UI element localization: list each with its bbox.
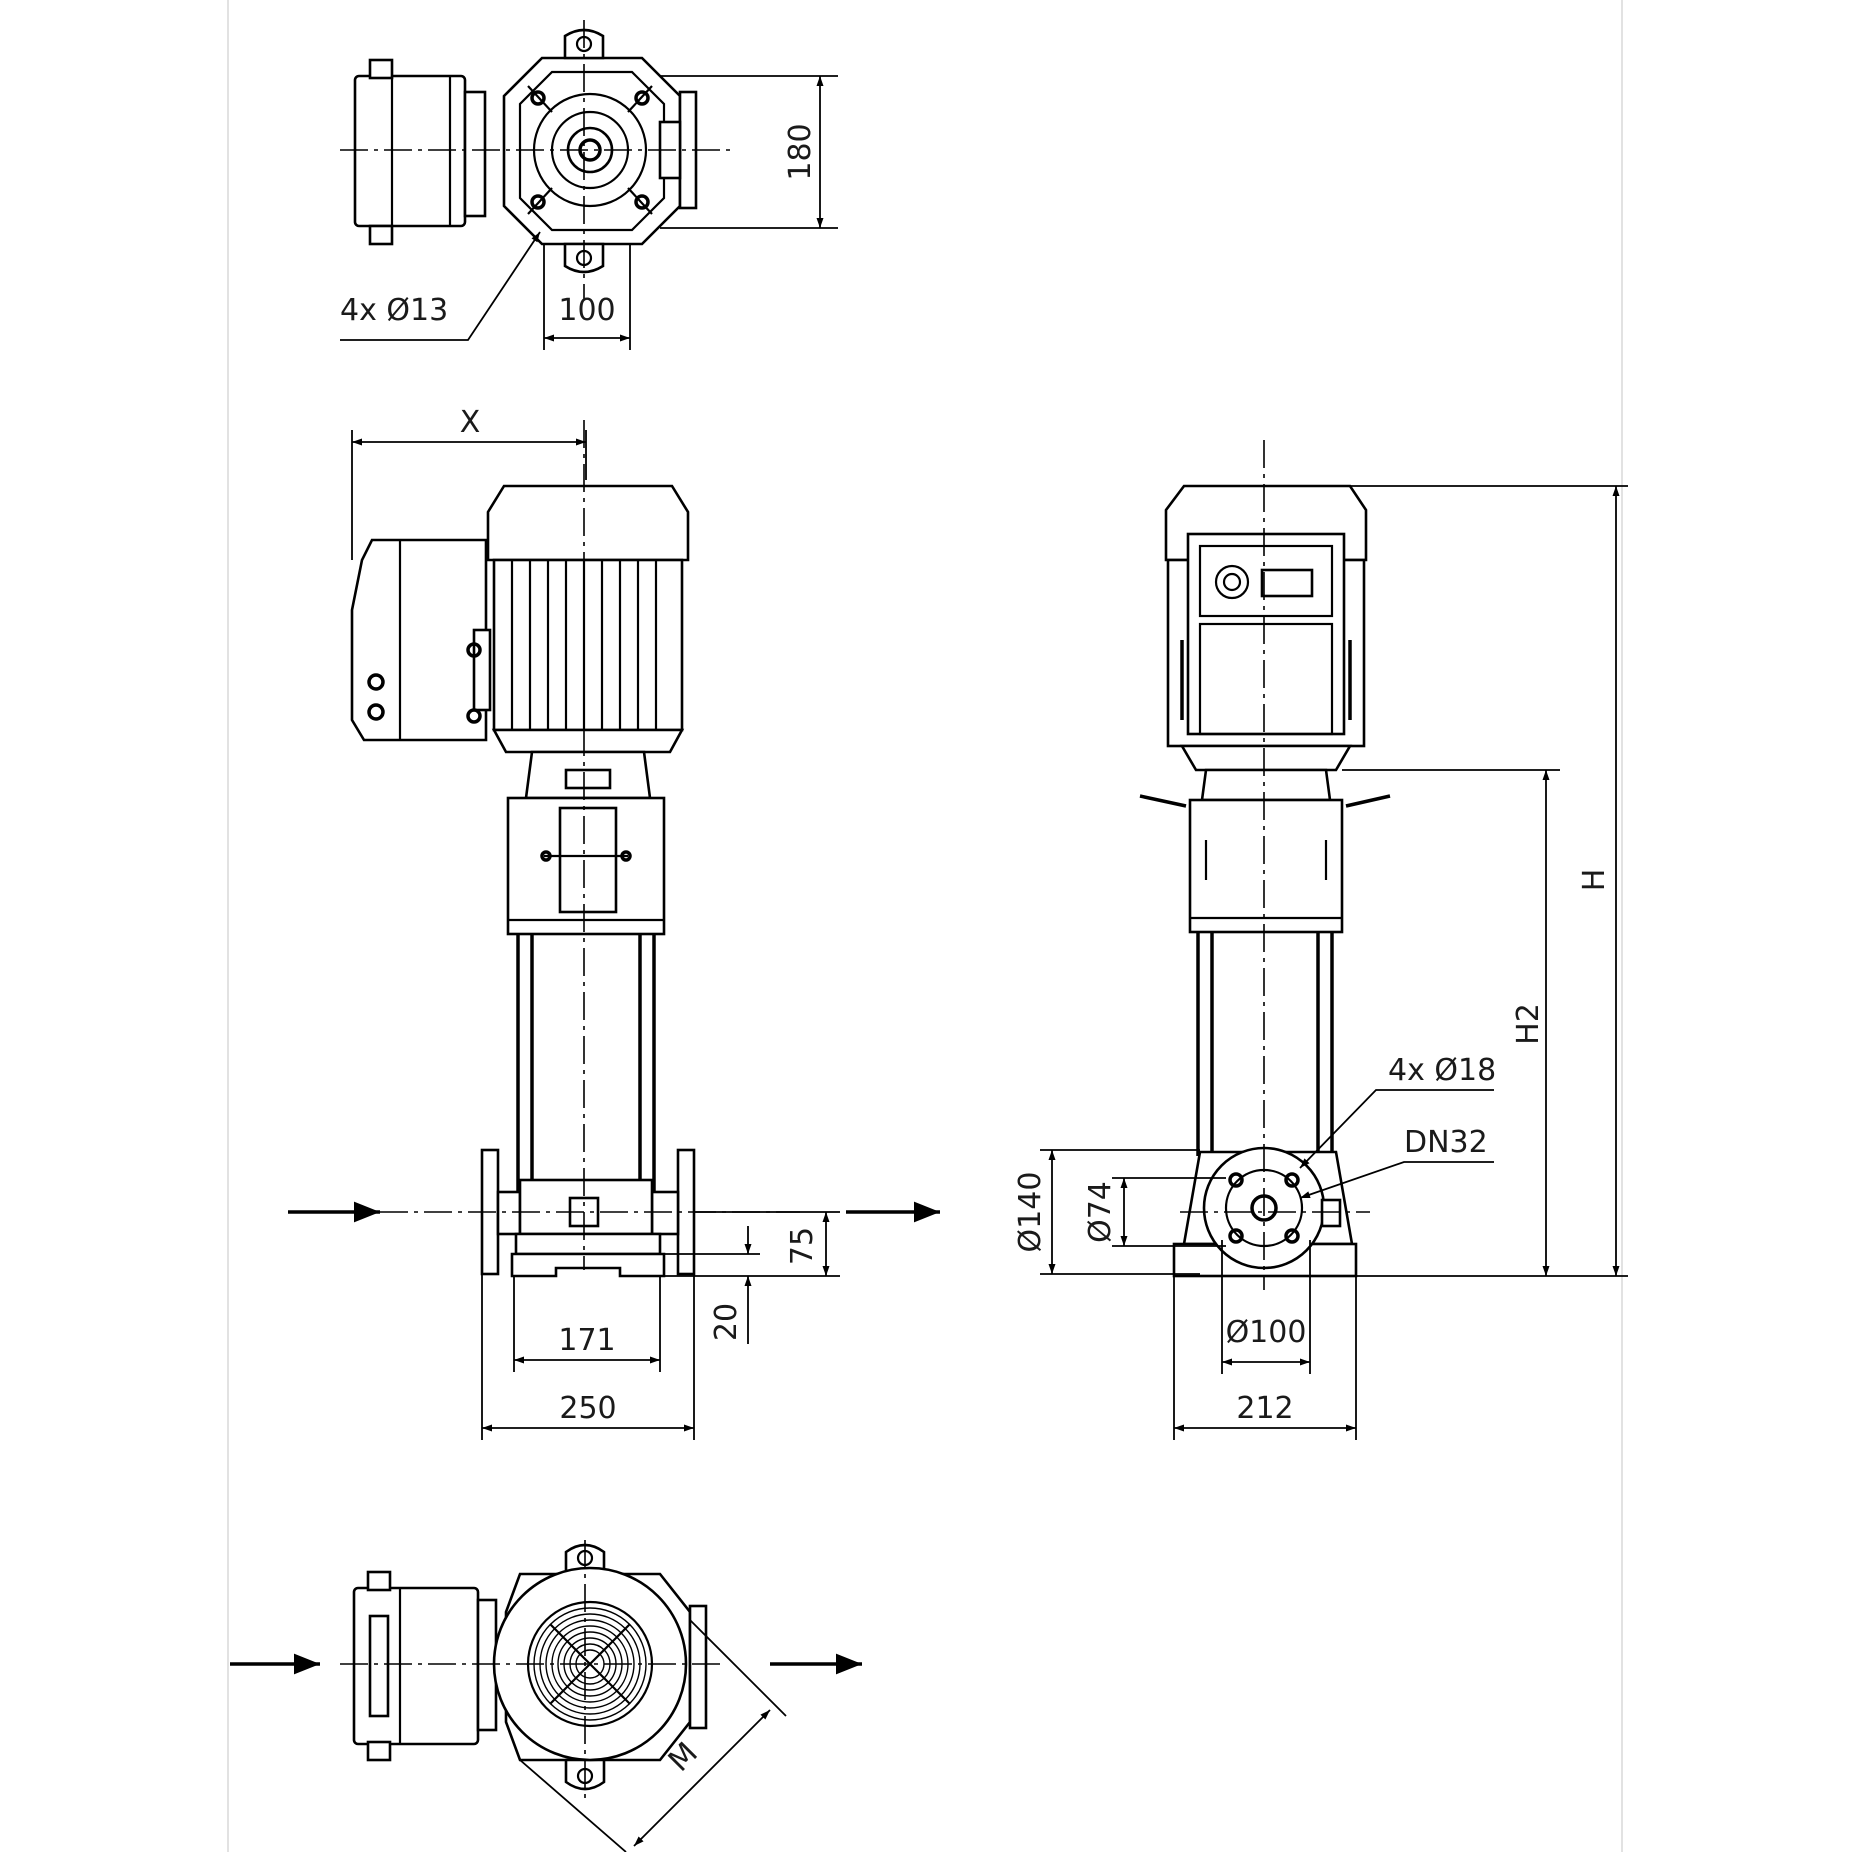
side-elevation-view: H H2 4x Ø18 DN32 Ø140 Ø74 Ø100 212 bbox=[1013, 440, 1628, 1440]
dimension-label-d100: Ø100 bbox=[1226, 1315, 1307, 1350]
control-knob-icon bbox=[1214, 564, 1250, 600]
converter-connector-1 bbox=[367, 673, 385, 691]
flange-hole-2 bbox=[1284, 1172, 1300, 1188]
dimension-label-x: X bbox=[460, 405, 481, 440]
dimension-line-m bbox=[633, 1709, 771, 1847]
pump-head-side bbox=[1188, 798, 1344, 934]
coupling-guard bbox=[558, 806, 618, 914]
converter-panel bbox=[1186, 532, 1346, 736]
display-window bbox=[1260, 568, 1314, 598]
terminal-box-top bbox=[353, 74, 467, 228]
dimension-label-75: 75 bbox=[785, 1227, 820, 1265]
bolt-hole-3 bbox=[530, 194, 546, 210]
pump-base-front bbox=[510, 1252, 666, 1278]
frequency-converter-front bbox=[350, 538, 488, 742]
converter-connector-2 bbox=[367, 703, 385, 721]
converter-display-plan bbox=[368, 1614, 390, 1718]
dimension-label-d74: Ø74 bbox=[1083, 1181, 1118, 1243]
dimension-label-20: 20 bbox=[709, 1303, 744, 1341]
leader-4x13 bbox=[340, 231, 541, 341]
flange-hole-3 bbox=[1228, 1228, 1244, 1244]
label-dn32: DN32 bbox=[1404, 1125, 1488, 1160]
dimension-label-212: 212 bbox=[1236, 1391, 1293, 1426]
terminal-box-tab-bottom bbox=[368, 224, 394, 246]
dimension-label-h: H bbox=[1577, 869, 1612, 892]
label-4x18: 4x Ø18 bbox=[1388, 1053, 1496, 1088]
leader-4x18 bbox=[1299, 1089, 1494, 1169]
dimension-label-250: 250 bbox=[559, 1391, 616, 1426]
label-4x13: 4x Ø13 bbox=[340, 293, 448, 328]
bottom-plan-view: M bbox=[230, 1540, 862, 1852]
lantern-side bbox=[1200, 768, 1332, 802]
lifting-eye-right bbox=[1345, 794, 1391, 808]
flange-hole-4 bbox=[1284, 1228, 1300, 1244]
dimension-label-d140: Ø140 bbox=[1013, 1172, 1048, 1253]
motor-cooling-fins bbox=[510, 560, 658, 730]
top-plan-view: 180 100 4x Ø13 bbox=[340, 20, 838, 350]
dimension-label-h2: H2 bbox=[1511, 1003, 1546, 1045]
bolt-hole-4 bbox=[634, 194, 650, 210]
dimension-label-171: 171 bbox=[558, 1323, 615, 1358]
flange-right-plan-bottom bbox=[688, 1604, 708, 1730]
flange-hole-1 bbox=[1228, 1172, 1244, 1188]
motor-fan-cover bbox=[486, 484, 690, 562]
stage-casing-side bbox=[1211, 931, 1319, 1157]
motor-body-front bbox=[492, 558, 684, 732]
lifting-eye-left bbox=[1139, 794, 1187, 808]
bolt-hole-2 bbox=[634, 90, 650, 106]
terminal-box-flange bbox=[463, 90, 487, 218]
front-elevation-view: X 75 20 171 250 bbox=[288, 405, 940, 1440]
dimension-label-180: 180 bbox=[783, 123, 818, 180]
dimension-label-100: 100 bbox=[558, 293, 615, 328]
leader-dn32 bbox=[1299, 1161, 1494, 1199]
bolt-hole-1 bbox=[530, 90, 546, 106]
terminal-box-tab-top bbox=[368, 58, 394, 80]
